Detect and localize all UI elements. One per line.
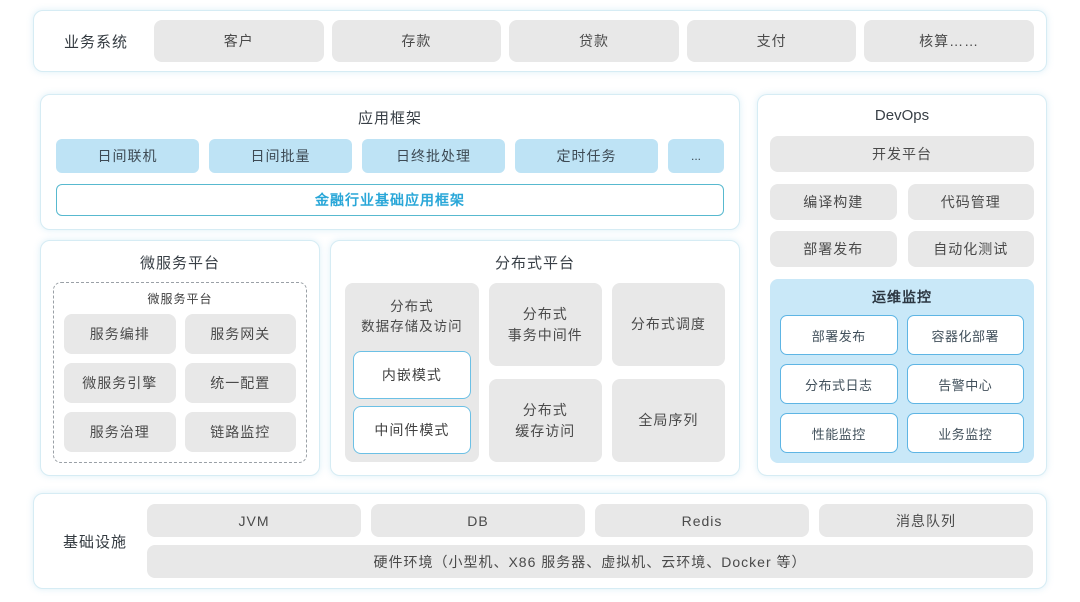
distributed-item-transaction-middleware: 分布式 事务中间件	[488, 283, 602, 366]
infrastructure-label: 基础设施	[62, 533, 127, 551]
monitor-item-alert-center: 告警中心	[906, 364, 1024, 404]
distributed-platform-title: 分布式平台	[494, 255, 575, 272]
microservice-item-gateway: 服务网关	[184, 314, 296, 354]
devops-item-build: 编译构建	[770, 184, 897, 220]
microservice-item-unified-config: 统一配置	[184, 363, 296, 403]
monitor-item-performance-monitor: 性能监控	[780, 413, 898, 453]
framework-item-eod-batch: 日终批处理	[362, 139, 505, 173]
ops-monitor-grid: 部署发布 容器化部署 分布式日志 告警中心 性能监控 业务监控	[780, 315, 1024, 453]
framework-item-more: ...	[668, 139, 724, 173]
distributed-storage-group: 分布式 数据存储及访问 内嵌模式 中间件模式	[345, 283, 479, 462]
infrastructure-band: 基础设施 JVM DB Redis 消息队列 硬件环境（小型机、X86 服务器、…	[33, 493, 1047, 589]
ops-monitor-title: 运维监控	[872, 289, 932, 305]
infra-item-message-queue: 消息队列	[819, 504, 1033, 537]
microservice-platform-panel: 微服务平台 微服务平台 服务编排 服务网关 微服务引擎 统一配置 服务治理 链路…	[40, 240, 320, 476]
microservice-item-orchestration: 服务编排	[64, 314, 176, 354]
hardware-environment-box: 硬件环境（小型机、X86 服务器、虚拟机、云环境、Docker 等）	[147, 545, 1033, 578]
storage-mode-middleware: 中间件模式	[353, 406, 471, 454]
base-framework-box: 金融行业基础应用框架	[56, 184, 724, 216]
business-item-deposit: 存款	[331, 20, 502, 62]
monitor-item-containerized-deploy: 容器化部署	[906, 315, 1024, 355]
monitor-item-deploy-release: 部署发布	[780, 315, 898, 355]
business-item-payment: 支付	[686, 20, 857, 62]
ops-monitor-group: 运维监控 部署发布 容器化部署 分布式日志 告警中心 性能监控 业务监控	[770, 279, 1034, 463]
microservice-item-trace-monitor: 链路监控	[184, 412, 296, 452]
microservice-platform-title: 微服务平台	[139, 255, 220, 272]
microservice-item-governance: 服务治理	[64, 412, 176, 452]
storage-mode-embedded: 内嵌模式	[353, 351, 471, 399]
infra-item-redis: Redis	[595, 504, 809, 537]
distributed-item-cache-access: 分布式 缓存访问	[488, 379, 602, 462]
framework-item-daytime-online: 日间联机	[56, 139, 199, 173]
framework-item-scheduled-task: 定时任务	[515, 139, 658, 173]
distributed-item-scheduler: 分布式调度	[611, 283, 725, 366]
distributed-storage-label: 分布式 数据存储及访问	[361, 298, 463, 334]
devops-panel: DevOps 开发平台 编译构建 代码管理 部署发布 自动化测试 运维监控 部署…	[757, 94, 1047, 476]
devops-item-dev-platform: 开发平台	[770, 136, 1034, 172]
microservice-item-engine: 微服务引擎	[64, 363, 176, 403]
distributed-platform-panel: 分布式平台 分布式 数据存储及访问 内嵌模式 中间件模式 分布式 事务中间件 分…	[330, 240, 740, 476]
devops-item-code-management: 代码管理	[907, 184, 1034, 220]
app-framework-panel: 应用框架 日间联机 日间批量 日终批处理 定时任务 ... 金融行业基础应用框架	[40, 94, 740, 230]
devops-grid: 编译构建 代码管理 部署发布 自动化测试	[770, 184, 1034, 267]
devops-item-deploy-release: 部署发布	[770, 231, 897, 267]
devops-item-automated-testing: 自动化测试	[907, 231, 1034, 267]
infrastructure-row: JVM DB Redis 消息队列	[147, 504, 1033, 537]
microservice-grid: 服务编排 服务网关 微服务引擎 统一配置 服务治理 链路监控	[64, 314, 296, 452]
microservice-dashed-group: 微服务平台 服务编排 服务网关 微服务引擎 统一配置 服务治理 链路监控	[53, 282, 307, 463]
business-systems-band: 业务系统 客户 存款 贷款 支付 核算……	[33, 10, 1047, 72]
business-item-customer: 客户	[154, 20, 324, 62]
business-systems-label: 业务系统	[63, 33, 128, 51]
monitor-item-business-monitor: 业务监控	[906, 413, 1024, 453]
business-item-loan: 贷款	[509, 20, 679, 62]
app-framework-row: 日间联机 日间批量 日终批处理 定时任务 ...	[56, 139, 724, 173]
distributed-item-global-sequence: 全局序列	[611, 379, 725, 462]
business-item-accounting: 核算……	[864, 20, 1034, 62]
framework-item-daytime-batch: 日间批量	[209, 139, 352, 173]
devops-title: DevOps	[874, 107, 930, 124]
monitor-item-distributed-log: 分布式日志	[780, 364, 898, 404]
microservice-group-title: 微服务平台	[147, 292, 213, 306]
infra-item-jvm: JVM	[147, 504, 361, 537]
app-framework-title: 应用框架	[357, 110, 422, 127]
infra-item-db: DB	[371, 504, 585, 537]
